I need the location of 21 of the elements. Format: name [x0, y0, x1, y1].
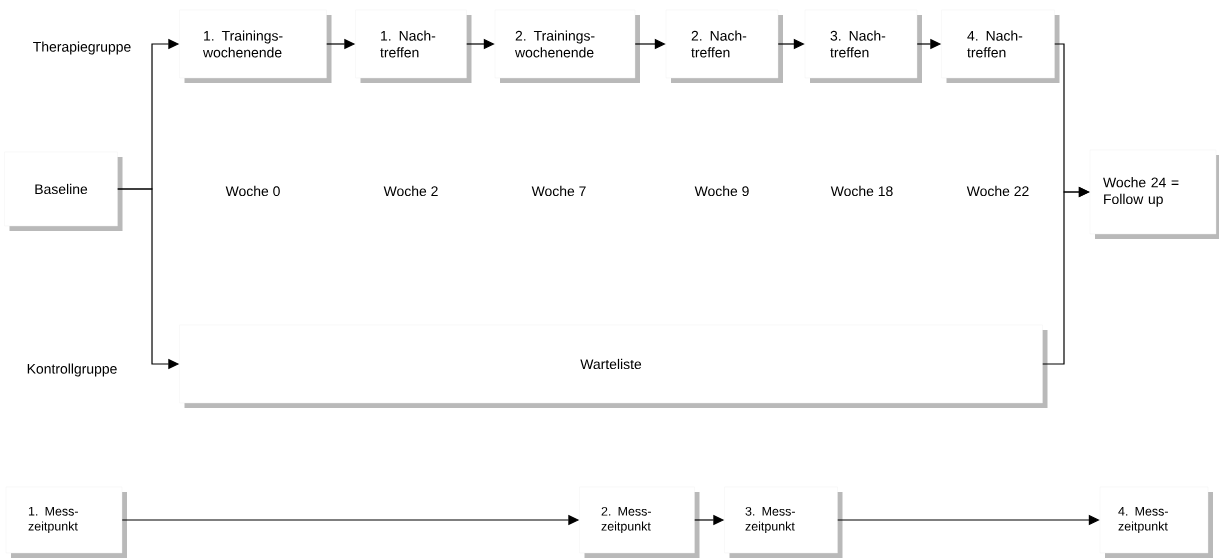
process-box: Warteliste [179, 324, 1048, 408]
process-box: Woche 24 = Follow up [1089, 149, 1219, 239]
process-box: 2. Trainings- wochenende [494, 9, 640, 83]
group-label: Woche 2 [383, 185, 438, 197]
group-label: Woche 0 [225, 185, 280, 197]
group-label: Woche 22 [966, 185, 1029, 197]
process-box: 1. Mess- zeitpunkt [5, 486, 127, 558]
process-box: 3. Mess- zeitpunkt [724, 486, 843, 558]
process-box: 4. Nach- treffen [941, 9, 1060, 83]
group-label: Therapiegruppe [33, 41, 131, 55]
group-label: Woche 18 [830, 185, 893, 197]
group-label: Woche 9 [694, 185, 749, 197]
process-box: 2. Nach- treffen [665, 9, 783, 83]
process-box: 4. Mess- zeitpunkt [1099, 486, 1213, 558]
process-box: 1. Nach- treffen [355, 9, 472, 83]
process-box: 1. Trainings- wochenende [179, 9, 332, 83]
process-box: 3. Nach- treffen [804, 9, 922, 83]
group-label: Kontrollgruppe [27, 363, 117, 377]
process-box: Baseline [4, 151, 123, 231]
group-label: Woche 7 [531, 185, 586, 197]
process-box: 2. Mess- zeitpunkt [579, 486, 700, 558]
